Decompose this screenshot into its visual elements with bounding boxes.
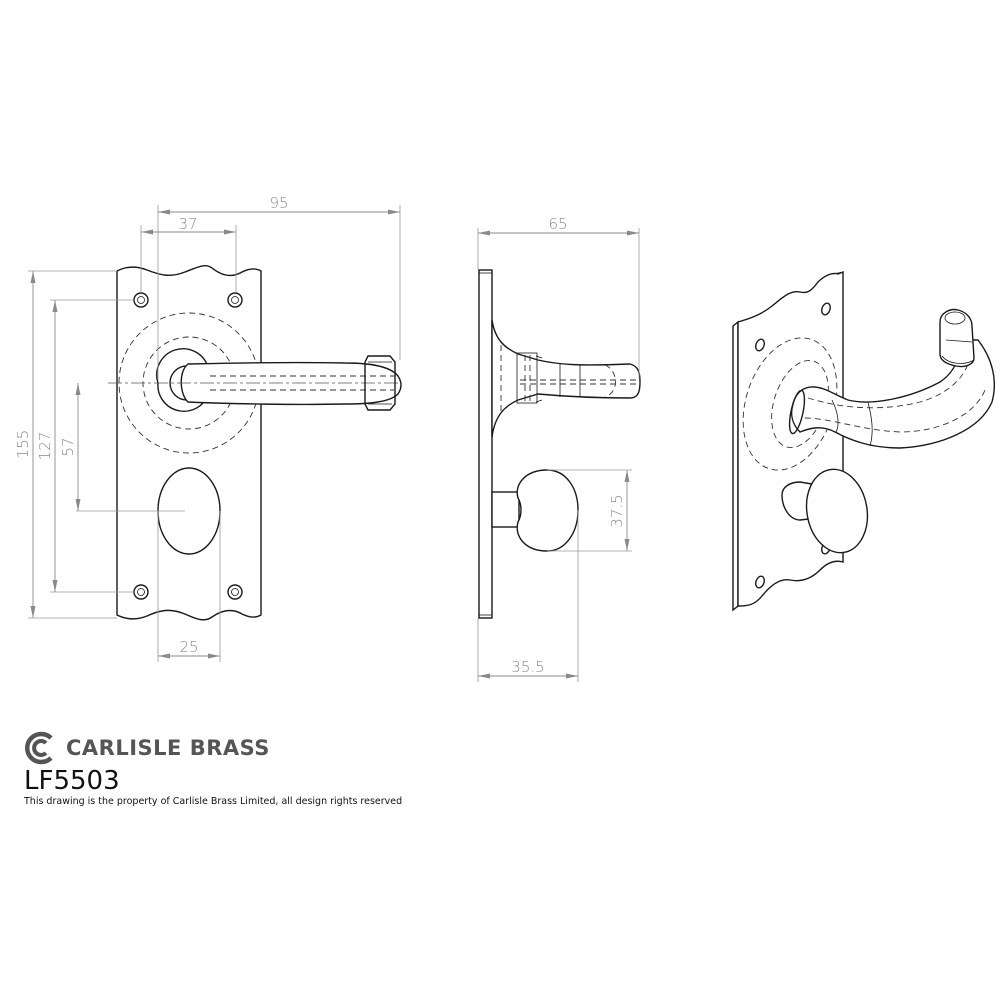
front-dimensions: 95 37 155 127 57 25 [14, 194, 401, 662]
dim-turn-height: 37.5 [608, 494, 626, 527]
brand-name: CARLISLE BRASS [66, 736, 270, 760]
side-view [478, 269, 641, 619]
copyright-notice: This drawing is the property of Carlisle… [24, 796, 403, 807]
model-number: LF5503 [24, 766, 120, 796]
side-dimensions: 65 37.5 35.5 [477, 215, 640, 682]
dim-screw-spacing-horizontal: 37 [178, 215, 197, 233]
dim-turn-projection: 35.5 [511, 658, 544, 676]
dim-turn-width: 25 [179, 638, 198, 656]
front-view [76, 265, 402, 621]
dim-overall-height: 155 [14, 430, 32, 459]
backplate-outline [116, 265, 262, 621]
dim-screw-spacing-vertical: 127 [36, 432, 54, 461]
dim-lever-to-turn: 57 [59, 437, 77, 456]
brand-row: CARLISLE BRASS [24, 728, 402, 768]
title-block: CARLISLE BRASS LF5503 This drawing is th… [24, 728, 402, 807]
carlisle-brass-logo-icon [24, 731, 53, 765]
dim-projection: 65 [548, 215, 567, 233]
dim-overall-width: 95 [269, 194, 288, 212]
isometric-view [732, 270, 995, 612]
